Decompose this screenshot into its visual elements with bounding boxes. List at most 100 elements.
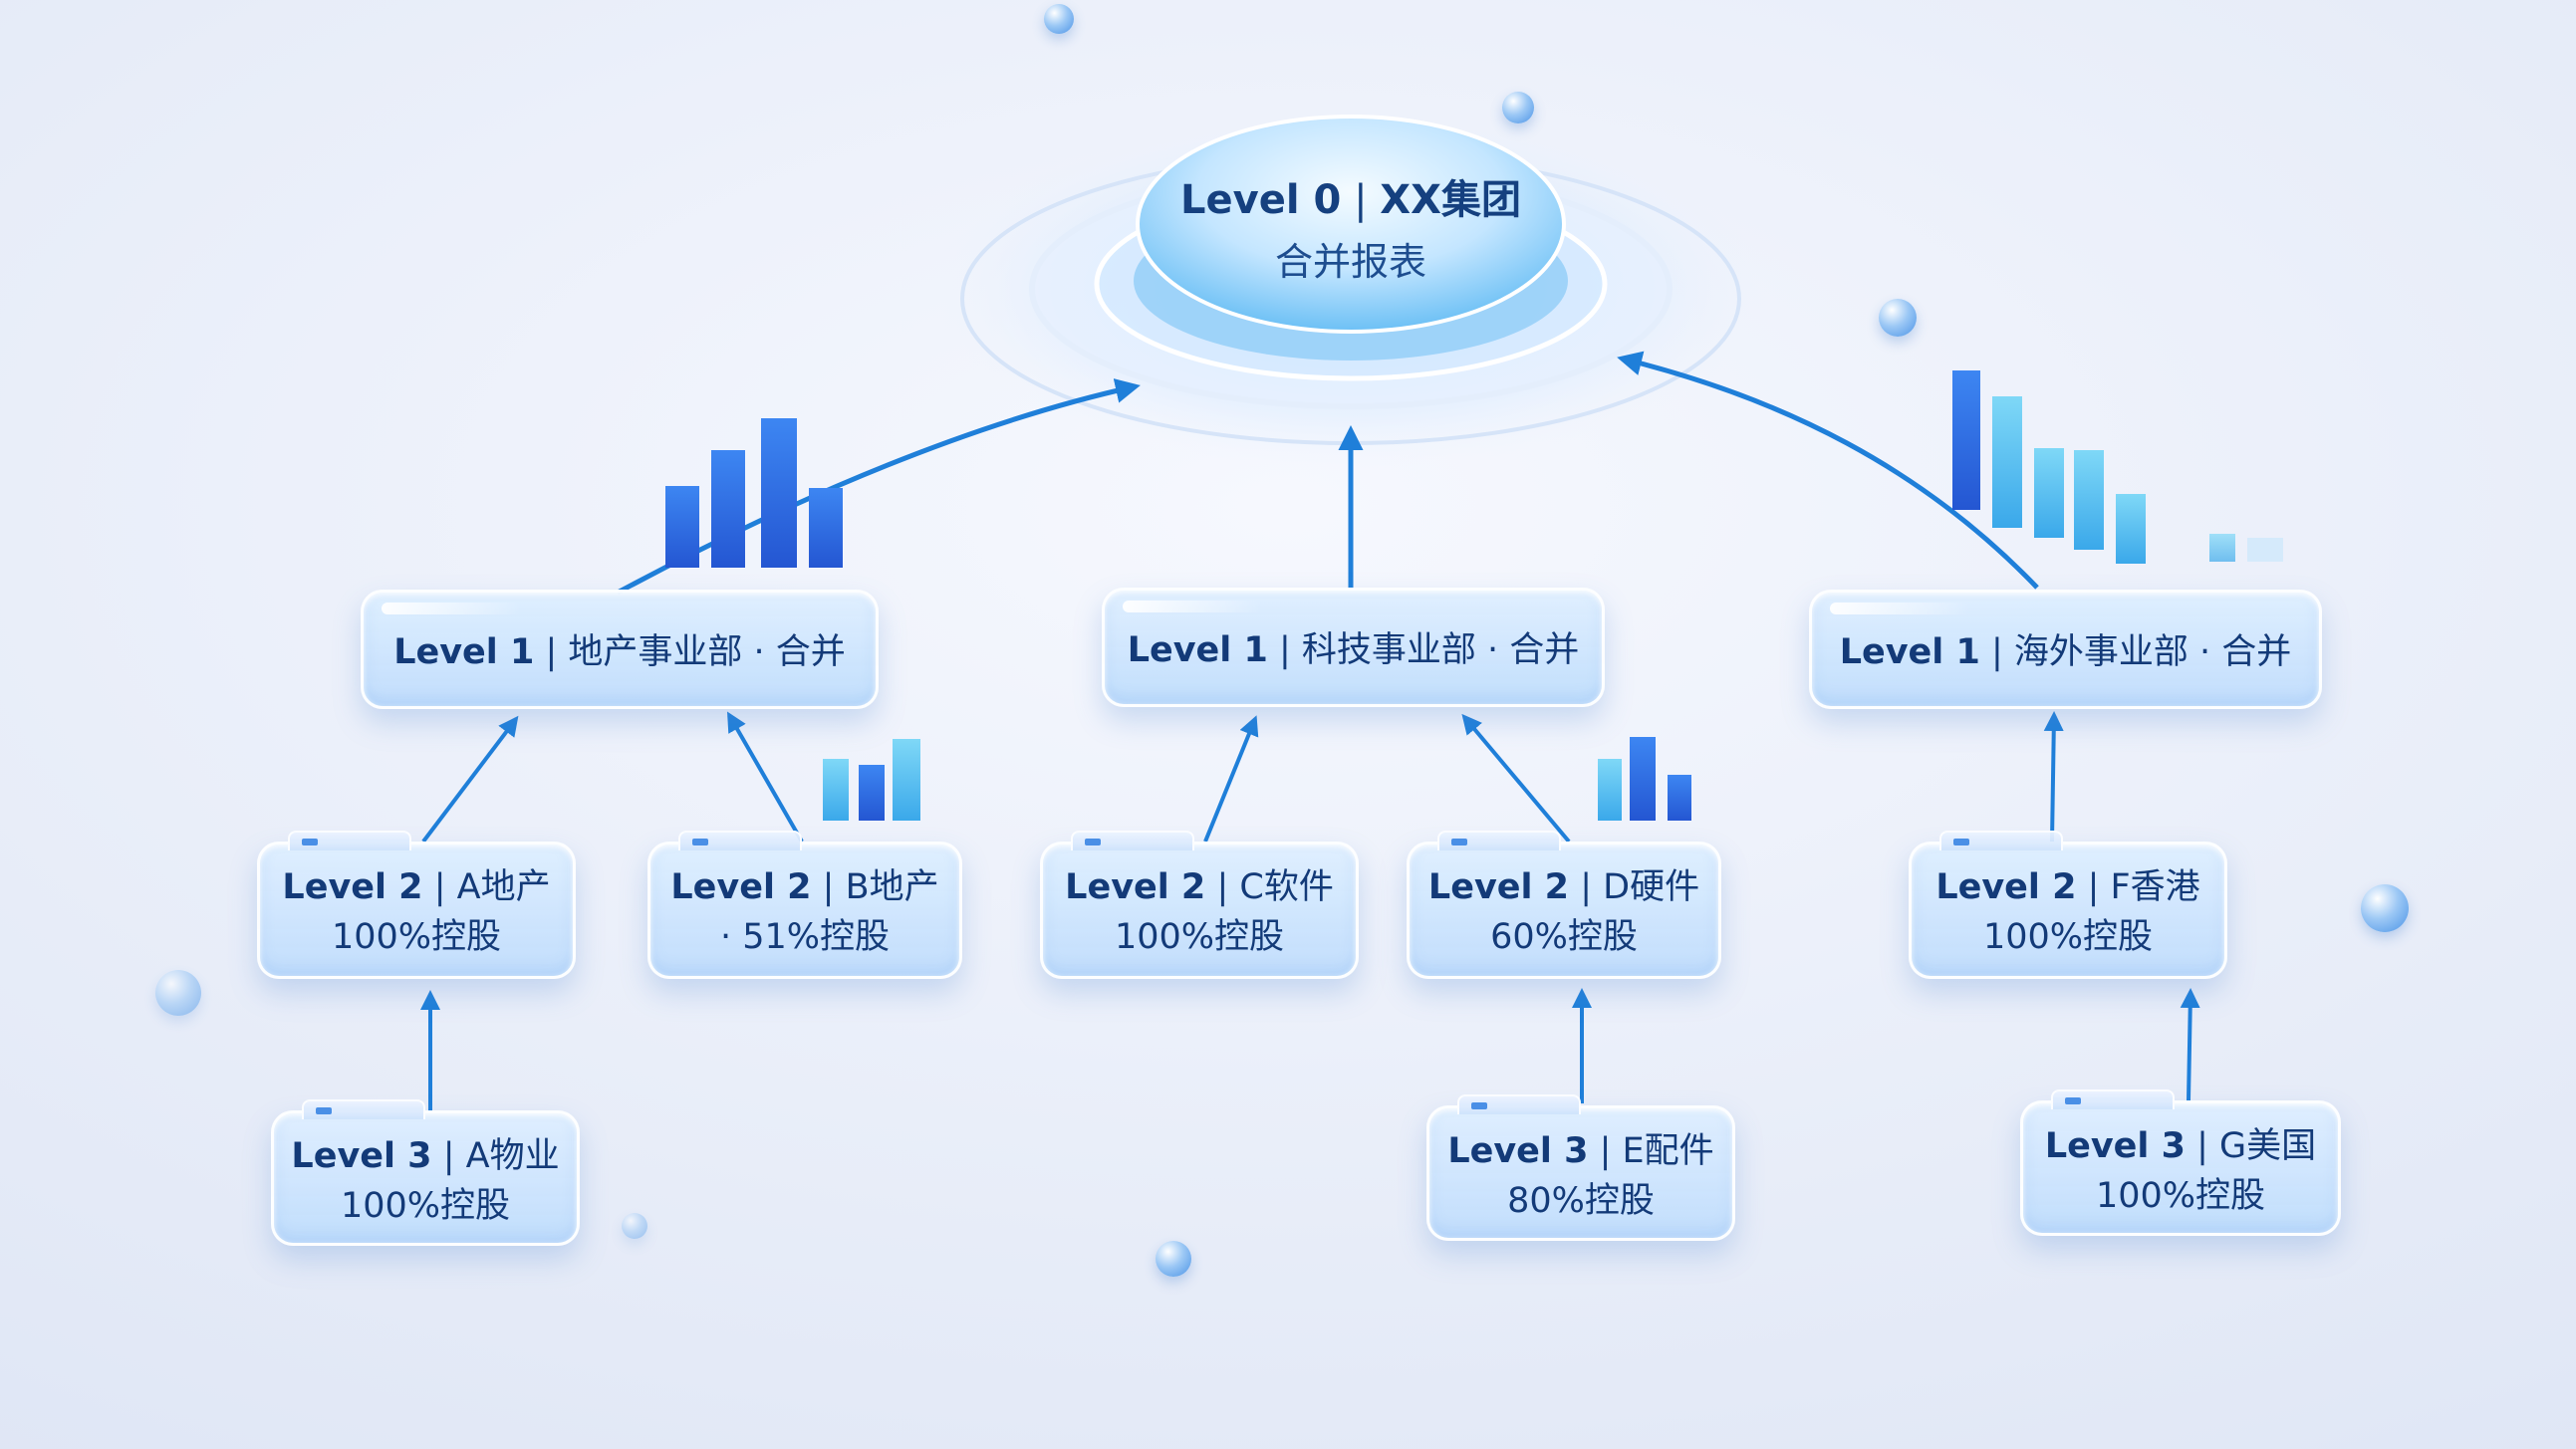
bar-mark <box>711 450 745 568</box>
level2-title: Level 2 | F香港 <box>1912 862 2224 912</box>
folder-tab <box>1457 1094 1581 1114</box>
bubble-decoration <box>1502 92 1534 123</box>
level1-label: Level 1 | 地产事业部 · 合并 <box>364 593 876 712</box>
separator: | <box>433 867 446 907</box>
arrow-f-hongkong <box>2043 711 2064 843</box>
bubble-decoration <box>1156 1241 1191 1277</box>
bar-mark <box>665 486 699 568</box>
folder-tab <box>678 831 802 850</box>
root-disk <box>1136 115 1566 334</box>
level2-title: Level 2 | A地产 <box>260 862 573 912</box>
root-title: Level 0 | XX集团 <box>1102 167 1600 225</box>
separator: | <box>2087 867 2100 907</box>
root-separator: | <box>1354 177 1368 223</box>
level3-node-a-property: Level 3 | A物业 100%控股 <box>271 1099 580 1246</box>
folder-tab <box>2051 1089 2175 1109</box>
bar-mark <box>1992 396 2022 528</box>
level-label: Level 2 <box>1935 867 2077 907</box>
level3-title: Level 3 | A物业 <box>274 1131 577 1181</box>
folder-tab <box>1939 831 2063 850</box>
level3-node-g-usa: Level 3 | G美国 100%控股 <box>2020 1089 2341 1236</box>
bubble-decoration <box>1044 4 1074 34</box>
level-label: Level 2 <box>1427 867 1570 907</box>
unit-name: A物业 <box>465 1136 560 1176</box>
bar-mark <box>2034 448 2064 538</box>
arrow-c-software <box>1203 715 1259 843</box>
bubble-decoration <box>2361 884 2409 932</box>
folder-tab <box>302 1099 425 1119</box>
root-level-label: Level 0 <box>1180 177 1342 223</box>
unit-name: C软件 <box>1239 867 1334 907</box>
level1-node-realestate: Level 1 | 地产事业部 · 合并 <box>361 590 879 709</box>
separator: | <box>1599 1131 1612 1171</box>
bar-mark <box>1630 737 1656 821</box>
bar-mark <box>809 488 843 568</box>
separator: | <box>1278 630 1291 670</box>
separator: | <box>1216 867 1229 907</box>
level2-node-f-hongkong: Level 2 | F香港 100%控股 <box>1909 831 2227 979</box>
level-label: Level 3 <box>2044 1126 2186 1166</box>
bar-mark <box>1952 370 1980 510</box>
arrow-overseas-to-root <box>1617 351 2039 590</box>
unit-name: E配件 <box>1622 1131 1714 1171</box>
bar-mark <box>1668 775 1691 821</box>
unit-name: 地产事业部 · 合并 <box>568 632 846 672</box>
level1-node-tech: Level 1 | 科技事业部 · 合并 <box>1102 588 1605 707</box>
level3-title: Level 3 | G美国 <box>2023 1121 2338 1171</box>
holding-share: 100%控股 <box>340 1186 511 1226</box>
level-label: Level 3 <box>291 1136 432 1176</box>
arrow-g-usa <box>2180 988 2200 1101</box>
level3-title: Level 3 | E配件 <box>1429 1126 1732 1176</box>
level-label: Level 1 <box>393 632 535 672</box>
separator: | <box>1990 632 2003 672</box>
separator: | <box>545 632 558 672</box>
bar-chart-decoration-left <box>665 418 843 568</box>
bar-chart-decoration-right <box>1952 370 2283 564</box>
level-label: Level 1 <box>1127 630 1268 670</box>
bar-mark <box>2209 534 2235 562</box>
bubble-decoration <box>155 970 201 1016</box>
level2-title: Level 2 | D硬件 <box>1410 862 1718 912</box>
root-node: Level 0 | XX集团 合并报表 <box>1102 0 1600 339</box>
separator: | <box>822 867 835 907</box>
unit-name: B地产 <box>845 867 939 907</box>
holding-share: 100%控股 <box>331 917 502 957</box>
level-label: Level 3 <box>1447 1131 1589 1171</box>
unit-name: G美国 <box>2219 1126 2317 1166</box>
level-label: Level 1 <box>1839 632 1980 672</box>
bar-mark <box>823 759 849 821</box>
level-label: Level 2 <box>670 867 812 907</box>
arrow-b-realestate <box>727 711 804 843</box>
unit-name: 海外事业部 · 合并 <box>2013 632 2292 672</box>
bar-mark <box>1598 759 1622 821</box>
unit-name: 科技事业部 · 合并 <box>1301 630 1580 670</box>
bar-mark <box>2247 538 2283 562</box>
root-name: XX集团 <box>1380 177 1521 223</box>
separator: | <box>442 1136 455 1176</box>
unit-name: D硬件 <box>1603 867 1700 907</box>
folder-tab <box>288 831 411 850</box>
level1-label: Level 1 | 海外事业部 · 合并 <box>1812 593 2319 712</box>
card-sheen <box>1123 601 1262 612</box>
bar-chart-decoration-b <box>823 739 920 821</box>
holding-share: 100%控股 <box>1982 917 2154 957</box>
level3-node-e-parts: Level 3 | E配件 80%控股 <box>1426 1094 1735 1241</box>
root-subtitle: 合并报表 <box>1274 240 1426 284</box>
level2-title: Level 2 | B地产 <box>650 862 959 912</box>
holding-share: · 51%控股 <box>719 917 891 957</box>
bar-mark <box>2074 450 2104 550</box>
folder-tab <box>1071 831 1194 850</box>
holding-share: 100%控股 <box>1114 917 1285 957</box>
card-sheen <box>382 603 521 614</box>
unit-name: A地产 <box>456 867 551 907</box>
card-sheen <box>1830 603 1969 614</box>
separator: | <box>2196 1126 2208 1166</box>
bar-mark <box>893 739 920 821</box>
level2-title: Level 2 | C软件 <box>1043 862 1356 912</box>
level2-node-b-realestate: Level 2 | B地产 · 51%控股 <box>647 831 962 979</box>
holding-share: 100%控股 <box>2095 1176 2266 1216</box>
holding-share: 80%控股 <box>1507 1181 1655 1221</box>
level1-node-overseas: Level 1 | 海外事业部 · 合并 <box>1809 590 2322 709</box>
